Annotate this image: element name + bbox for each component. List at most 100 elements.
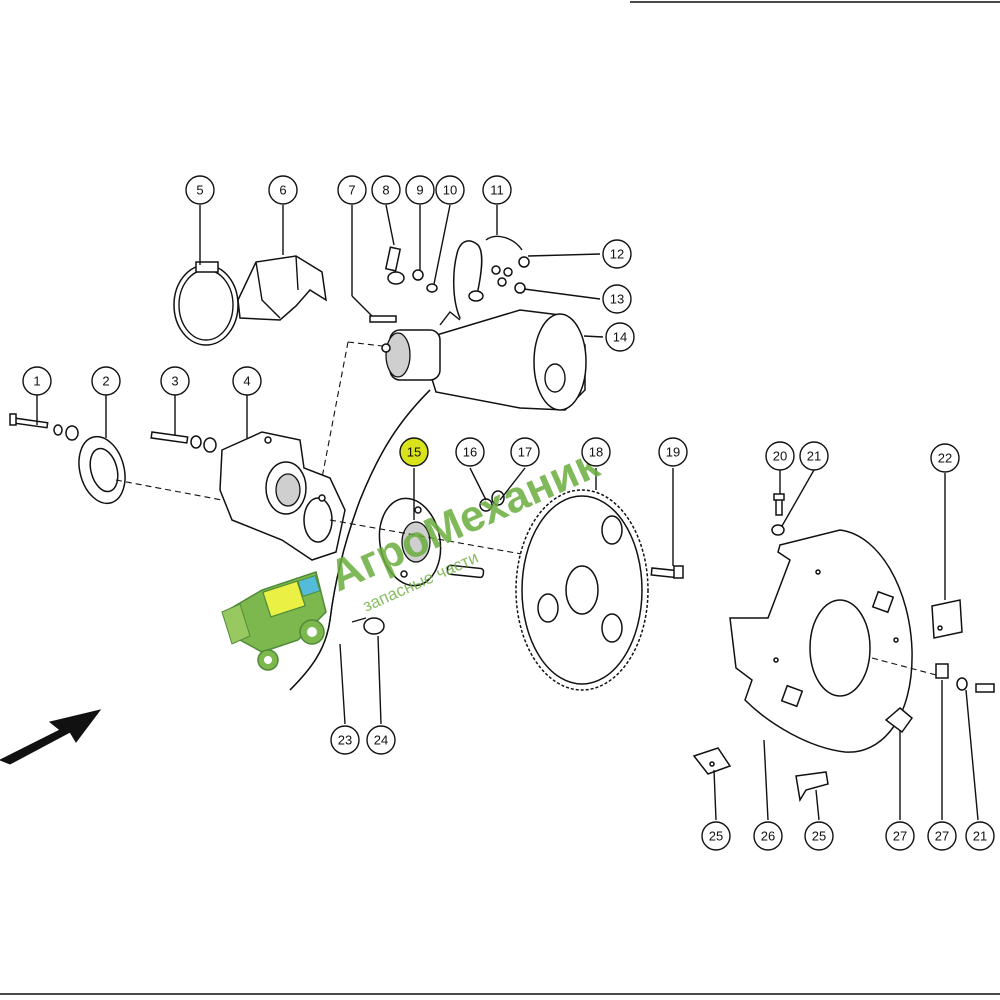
dashed-leader-vertical xyxy=(321,341,349,479)
callout-26: 26 xyxy=(753,821,783,851)
pulley-part-15 xyxy=(378,497,442,587)
callout-circle xyxy=(658,437,688,467)
callout-circle xyxy=(482,175,512,205)
callout-label: 14 xyxy=(613,330,627,345)
leader-lines xyxy=(36,204,979,821)
nut-part-9 xyxy=(412,269,424,281)
callout-label: 26 xyxy=(761,829,775,844)
callout-9: 9 xyxy=(405,175,435,205)
callout-circle xyxy=(371,175,401,205)
bolt-part-3 xyxy=(150,431,217,453)
callout-label: 2 xyxy=(102,374,109,389)
callout-circle xyxy=(337,175,367,205)
callout-label: 24 xyxy=(374,733,388,748)
callout-circle xyxy=(581,437,611,467)
callout-circle xyxy=(930,443,960,473)
callout-8: 8 xyxy=(371,175,401,205)
callout-circle xyxy=(885,821,915,851)
callout-label: 11 xyxy=(490,183,504,198)
callout-3: 3 xyxy=(160,366,190,396)
callout-11: 11 xyxy=(482,175,512,205)
callout-7: 7 xyxy=(337,175,367,205)
callout-25: 25 xyxy=(701,821,731,851)
callout-label: 18 xyxy=(589,445,603,460)
bracket-part-25-left xyxy=(692,747,732,775)
axis-line-right xyxy=(871,657,941,677)
callout-21: 21 xyxy=(965,821,995,851)
callout-label: 3 xyxy=(171,374,178,389)
callout-circle xyxy=(330,725,360,755)
callout-circle xyxy=(160,366,190,396)
direction-arrow-icon xyxy=(0,709,102,765)
callout-25: 25 xyxy=(804,821,834,851)
bolt-part-19 xyxy=(650,565,684,579)
washer-part-21-right xyxy=(956,677,968,691)
callout-15: 15 xyxy=(399,437,429,467)
callout-27: 27 xyxy=(885,821,915,851)
callout-12: 12 xyxy=(602,239,632,269)
bolt-part-right xyxy=(975,683,995,693)
callout-label: 1 xyxy=(33,374,40,389)
washer-part-13 xyxy=(497,277,526,294)
callout-label: 21 xyxy=(973,829,987,844)
callout-circle xyxy=(366,725,396,755)
callout-19: 19 xyxy=(658,437,688,467)
callout-10: 10 xyxy=(435,175,465,205)
callout-27: 27 xyxy=(927,821,957,851)
callout-18: 18 xyxy=(581,437,611,467)
callout-circle xyxy=(91,366,121,396)
starter-motor-part-14 xyxy=(381,309,587,411)
callout-circle xyxy=(435,175,465,205)
callout-5: 5 xyxy=(185,175,215,205)
callout-6: 6 xyxy=(268,175,298,205)
plate-part-22 xyxy=(931,599,963,639)
callout-circle xyxy=(804,821,834,851)
clip-part-27-right xyxy=(935,663,949,679)
callout-23: 23 xyxy=(330,725,360,755)
callout-circle xyxy=(765,441,795,471)
callout-21: 21 xyxy=(799,441,829,471)
callout-label: 12 xyxy=(610,247,624,262)
callout-circle xyxy=(602,239,632,269)
callout-circle xyxy=(927,821,957,851)
callout-label: 15 xyxy=(407,445,421,460)
callout-circle xyxy=(22,366,52,396)
bolt-part-1 xyxy=(9,413,79,441)
callout-24: 24 xyxy=(366,725,396,755)
callout-label: 25 xyxy=(812,829,826,844)
axis-line-left xyxy=(115,479,223,501)
callout-circle xyxy=(605,322,635,352)
cable-part-11 xyxy=(452,235,523,319)
callout-label: 25 xyxy=(709,829,723,844)
callout-circle xyxy=(799,441,829,471)
callout-circle xyxy=(455,437,485,467)
washer-part-10 xyxy=(426,283,438,293)
cover-plate-part-26 xyxy=(729,529,913,753)
callout-14: 14 xyxy=(605,322,635,352)
callout-label: 27 xyxy=(893,829,907,844)
dashed-leader-starter xyxy=(347,341,383,347)
callout-17: 17 xyxy=(510,437,540,467)
callout-label: 10 xyxy=(443,183,457,198)
callout-label: 27 xyxy=(935,829,949,844)
stud-part-7 xyxy=(369,315,397,323)
callout-16: 16 xyxy=(455,437,485,467)
bracket-part-6 xyxy=(237,255,327,321)
callout-circle xyxy=(268,175,298,205)
clip-part-27-mid xyxy=(884,707,914,734)
callout-circle xyxy=(701,821,731,851)
callout-circle xyxy=(185,175,215,205)
callout-label: 4 xyxy=(243,374,250,389)
callout-label: 8 xyxy=(382,183,389,198)
callout-circle xyxy=(965,821,995,851)
bolt-part-16 xyxy=(479,490,505,512)
seal-ring-part-2 xyxy=(78,435,126,505)
terminal-part-8 xyxy=(384,246,405,285)
key-part-17 xyxy=(446,564,485,579)
callout-circle xyxy=(405,175,435,205)
combine-harvester-icon xyxy=(221,571,327,671)
callout-label: 5 xyxy=(196,183,203,198)
callout-label: 22 xyxy=(938,451,952,466)
